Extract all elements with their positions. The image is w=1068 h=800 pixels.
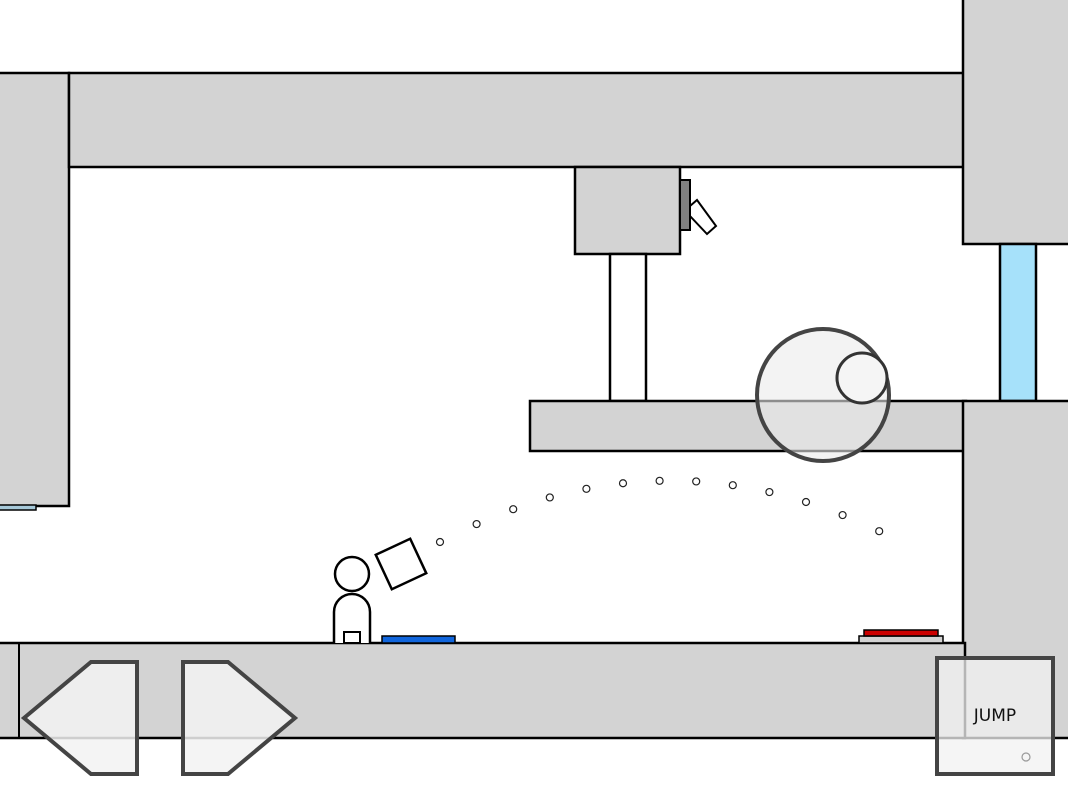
trajectory-dot bbox=[692, 477, 701, 486]
wall-left-ledge bbox=[0, 504, 37, 511]
floor bbox=[0, 641, 967, 740]
trajectory-dot bbox=[728, 481, 737, 490]
wall-left-column bbox=[0, 71, 71, 508]
move-left-button[interactable] bbox=[20, 660, 139, 776]
trajectory-dot bbox=[582, 484, 591, 493]
trajectory-dot bbox=[838, 510, 847, 520]
trajectory-dot bbox=[509, 505, 518, 514]
jump-button[interactable] bbox=[935, 656, 1055, 776]
player-character bbox=[332, 555, 372, 644]
carried-box bbox=[374, 537, 428, 591]
player-body bbox=[332, 592, 372, 643]
jump-indicator-icon bbox=[1021, 752, 1031, 762]
lever-handle[interactable] bbox=[689, 198, 718, 236]
move-right-button[interactable] bbox=[181, 660, 299, 776]
player-head bbox=[333, 555, 371, 593]
ball-inside-bubble bbox=[835, 351, 889, 405]
lever-base bbox=[679, 179, 691, 231]
trajectory-dot bbox=[765, 487, 774, 497]
trajectory-dot bbox=[472, 519, 481, 529]
trajectory-dot bbox=[875, 527, 884, 536]
wall-right-upper bbox=[961, 0, 1068, 246]
player-pocket bbox=[343, 631, 361, 644]
trajectory-dot bbox=[545, 493, 554, 502]
blue-pressure-plate bbox=[381, 635, 456, 644]
water-column bbox=[998, 242, 1038, 403]
ceiling-wall bbox=[67, 71, 967, 169]
support-pillar bbox=[608, 252, 648, 403]
trajectory-dot bbox=[618, 479, 628, 488]
red-button-base bbox=[858, 635, 944, 644]
throw-trajectory bbox=[435, 476, 884, 547]
trajectory-dot bbox=[655, 476, 664, 485]
trajectory-dot bbox=[801, 497, 811, 507]
hanging-block bbox=[573, 165, 682, 256]
trajectory-dot bbox=[435, 537, 445, 547]
red-pressure-plate bbox=[863, 629, 939, 637]
middle-platform bbox=[528, 399, 968, 453]
